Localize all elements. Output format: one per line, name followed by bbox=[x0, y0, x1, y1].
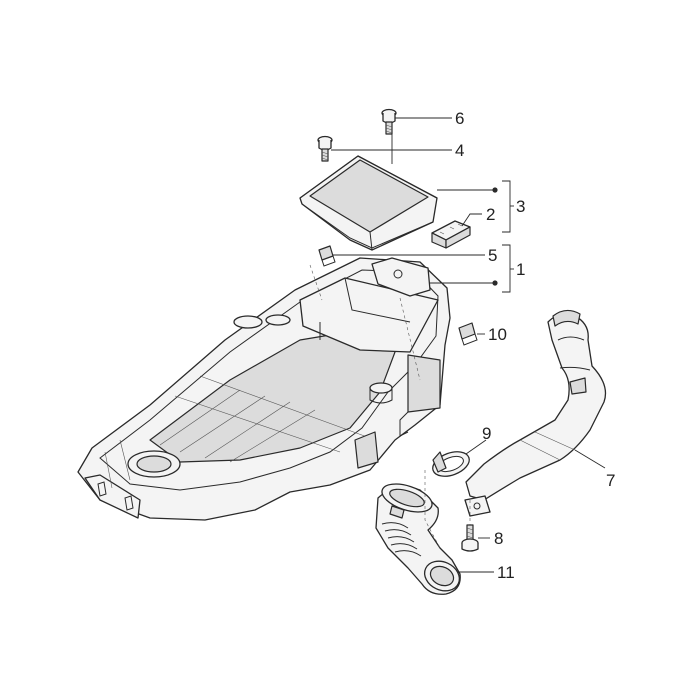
screw-6 bbox=[381, 108, 397, 135]
clip-5 bbox=[318, 245, 336, 267]
pad-2 bbox=[431, 220, 471, 249]
label-part-11: 11 bbox=[497, 563, 515, 582]
lid-3 bbox=[299, 155, 438, 251]
part-labels: 6 4 3 2 5 1 10 9 7 8 11 bbox=[455, 109, 615, 582]
leader-lines bbox=[309, 117, 606, 573]
label-part-6: 6 bbox=[455, 109, 464, 128]
duct-7 bbox=[464, 309, 607, 517]
label-part-1: 1 bbox=[516, 260, 525, 279]
label-part-2: 2 bbox=[486, 205, 495, 224]
hose-11 bbox=[375, 483, 461, 595]
clamp-9 bbox=[432, 451, 470, 477]
screw-8 bbox=[461, 524, 479, 552]
label-part-8: 8 bbox=[494, 529, 503, 548]
clip-10 bbox=[458, 322, 478, 346]
label-part-5: 5 bbox=[488, 246, 497, 265]
body-1 bbox=[77, 257, 451, 521]
screw-4 bbox=[317, 135, 333, 162]
label-part-4: 4 bbox=[455, 141, 464, 160]
label-part-7: 7 bbox=[606, 471, 615, 490]
label-part-9: 9 bbox=[482, 424, 491, 443]
label-part-3: 3 bbox=[516, 197, 525, 216]
label-part-10: 10 bbox=[488, 325, 507, 344]
